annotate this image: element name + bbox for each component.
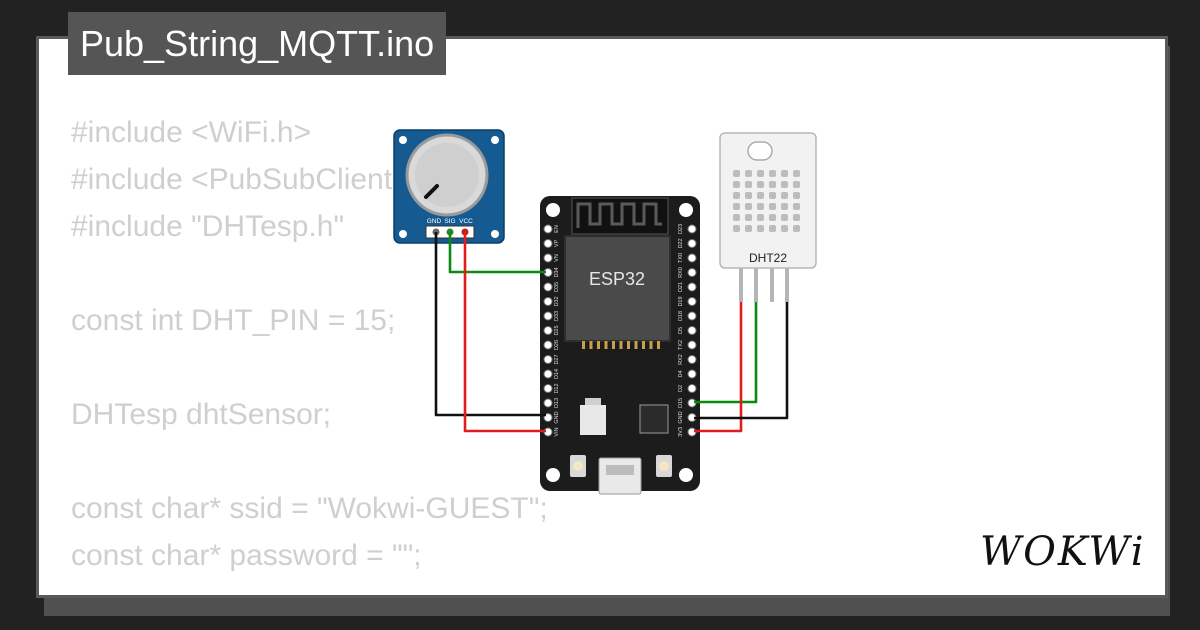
board-pin-label: D19	[678, 296, 684, 306]
board-pin-label: D2	[678, 385, 684, 392]
board-pin-d18[interactable]	[687, 311, 697, 321]
wokwi-logo: WOKWi	[978, 527, 1148, 582]
board-pin-d21[interactable]	[687, 282, 697, 292]
board-pin-label: D14	[554, 369, 560, 379]
board-pin-label: D18	[678, 311, 684, 321]
board-pin-label: GND	[678, 411, 684, 423]
board-pin-label: D34	[554, 267, 560, 277]
board-pin-label: D12	[554, 383, 560, 393]
dht22-sensor[interactable]: DHT22	[719, 132, 817, 302]
wire-dht-data	[694, 302, 758, 404]
knob-pointer	[424, 184, 439, 199]
board-pin-label: D35	[554, 282, 560, 292]
wire-pot-gnd	[434, 232, 546, 417]
wire-pot-sig	[448, 232, 546, 274]
board-label: ESP32	[589, 269, 645, 289]
board-pin-label: VP	[554, 240, 560, 248]
board-pin-label: EN	[554, 225, 560, 233]
board-pin-vp[interactable]	[543, 239, 553, 248]
board-pin-label: D23	[678, 224, 684, 234]
code-line: #include <WiFi.h>	[71, 116, 312, 149]
wokwi-logo-text: WOKWi	[980, 529, 1146, 575]
wire-pot-vcc	[463, 232, 546, 433]
board-pin-d14[interactable]	[543, 369, 553, 379]
board-pin-label: VN	[554, 254, 560, 262]
board-pin-en[interactable]	[543, 224, 553, 234]
board-pin-label: RX2	[678, 354, 684, 365]
board-pin-label: D13	[554, 398, 560, 408]
board-pin-d23[interactable]	[687, 224, 697, 234]
board-pin-label: D15	[678, 398, 684, 408]
code-background: #include <WiFi.h>#include <PubSubClient.…	[71, 109, 548, 595]
board-pin-label: D33	[554, 311, 560, 321]
board-pin-label: D25	[554, 325, 560, 335]
pot-pin-label-sig: SIG	[444, 218, 455, 225]
board-pin-d22[interactable]	[687, 239, 697, 248]
wire-dht-vcc	[694, 302, 743, 433]
board-pin-d5[interactable]	[687, 326, 697, 335]
board-pin-d19[interactable]	[687, 297, 697, 306]
board-pin-rx2[interactable]	[687, 355, 697, 364]
board-pin-label: D21	[678, 282, 684, 292]
board-pin-d25[interactable]	[543, 326, 553, 335]
pot-pin-label-gnd: GND	[427, 218, 442, 225]
wires	[434, 232, 789, 433]
board-pin-label: TX2	[678, 340, 684, 350]
sensor-label: DHT22	[749, 251, 787, 265]
board-pin-label: RX0	[678, 267, 684, 278]
board-pin-d35[interactable]	[543, 282, 553, 292]
board-pin-d4[interactable]	[687, 369, 697, 379]
board-pin-tx0[interactable]	[687, 253, 697, 263]
board-pin-label: VIN	[554, 427, 560, 436]
board-pin-d33[interactable]	[543, 311, 553, 321]
code-line: DHTesp dhtSensor;	[71, 398, 332, 431]
board-pin-label: D4	[678, 370, 684, 377]
board-pin-vn[interactable]	[543, 253, 553, 263]
esp32-board[interactable]: ESP32 ENVPVND34D35D32D33D25D26D27D14D12D…	[540, 196, 700, 495]
board-pin-d27[interactable]	[543, 355, 553, 364]
board-pin-label: TX0	[678, 253, 684, 263]
board-pin-label: 3V3	[678, 427, 684, 437]
board-pin-label: D22	[678, 238, 684, 248]
wokwi-logo-graphic: WOKWi	[980, 529, 1146, 575]
code-line: #include "DHTesp.h"	[71, 210, 345, 243]
pot-pin-label-vcc: VCC	[459, 218, 473, 225]
board-pin-d32[interactable]	[543, 297, 553, 306]
board-pin-label: D5	[678, 327, 684, 334]
board-pin-d26[interactable]	[543, 340, 553, 350]
board-pin-d13[interactable]	[543, 398, 553, 408]
code-line: const int DHT_PIN = 15;	[71, 304, 396, 337]
board-pin-label: D32	[554, 296, 560, 306]
board-pin-tx2[interactable]	[687, 340, 697, 350]
board-pin-label: D27	[554, 354, 560, 364]
file-title: Pub_String_MQTT.ino	[68, 12, 447, 75]
board-pin-d12[interactable]	[543, 384, 553, 393]
board-pin-label: D26	[554, 340, 560, 350]
potentiometer[interactable]: GND SIG VCC	[393, 129, 505, 244]
code-line: const char* password = "";	[71, 539, 422, 572]
board-pin-rx0[interactable]	[687, 268, 697, 277]
board-pin-label: GND	[554, 411, 560, 423]
board-pin-d2[interactable]	[687, 384, 697, 393]
wire-dht-gnd	[694, 302, 789, 420]
code-line: const char* ssid = "Wokwi-GUEST";	[71, 492, 548, 525]
